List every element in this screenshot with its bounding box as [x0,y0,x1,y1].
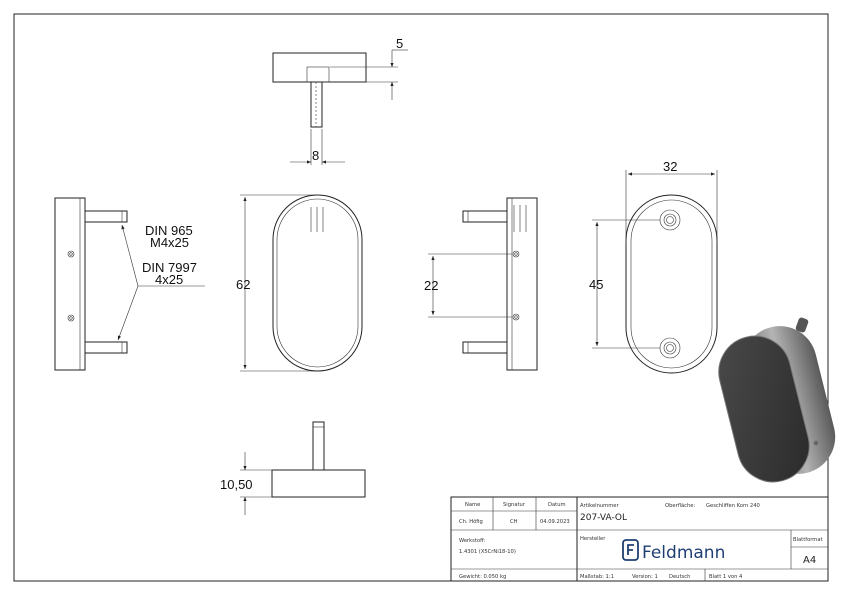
dim-22-label: 22 [424,278,438,293]
dim-32-label: 32 [663,159,677,174]
hersteller-label: Hersteller [580,536,606,542]
gewicht: Gewicht: 0.050 kg [459,574,506,580]
werkstoff-value: 1.4301 (X5CrNi18-10) [459,549,516,555]
sheet-border [13,13,829,582]
col-name-header: Name [465,502,480,508]
din965-label-line2: M4x25 [150,235,189,250]
dim-45-label: 45 [589,277,603,292]
massstab: Maßstab: 1:1 [580,574,614,580]
din7997-label-line1: DIN 7997 [142,260,197,275]
title-block: Name Signatur Datum Ch. Höfig CH 04.09.2… [450,496,829,582]
blattformat-value: A4 [803,555,816,566]
front-view: 62 [236,194,363,372]
left-side-view: DIN 965 M4x25 DIN 7997 4x25 [54,197,205,371]
din7997-label-line2: 4x25 [155,272,183,287]
dim-5-label: 5 [396,36,403,51]
col-signatur-header: Signatur [503,502,526,508]
dim-10-50-label: 10,50 [220,477,253,492]
artikelnummer-value: 207-VA-OL [580,513,627,523]
signatur-value: CH [510,519,518,525]
bottom-view: 10,50 [220,421,366,515]
blatt: Blatt 1 von 4 [709,574,743,580]
din965-label-line1: DIN 965 [145,223,193,238]
sprache: Deutsch [669,574,690,580]
col-datum-header: Datum [548,502,566,508]
top-view: 5 8 [272,36,408,165]
oberflaeche-label: Oberfläche: [665,503,695,509]
werkstoff-label: Werkstoff: [459,538,486,544]
version: Version: 1 [632,574,658,580]
right-side-view: 22 [424,197,538,371]
feldmann-logo-icon [622,539,639,561]
back-view: 32 45 [589,159,718,374]
oberflaeche-value: Geschliffen Korn 240 [706,503,760,509]
name-value: Ch. Höfig [459,519,483,525]
artikelnummer-label: Artikelnummer [580,503,619,509]
dim-62-label: 62 [236,277,250,292]
blattformat-label: Blattformat [793,537,823,543]
brand-name: Feldmann [642,543,725,563]
datum-value: 04.09.2023 [540,519,570,525]
product-3d-render [718,317,836,483]
dim-8-label: 8 [312,148,319,163]
